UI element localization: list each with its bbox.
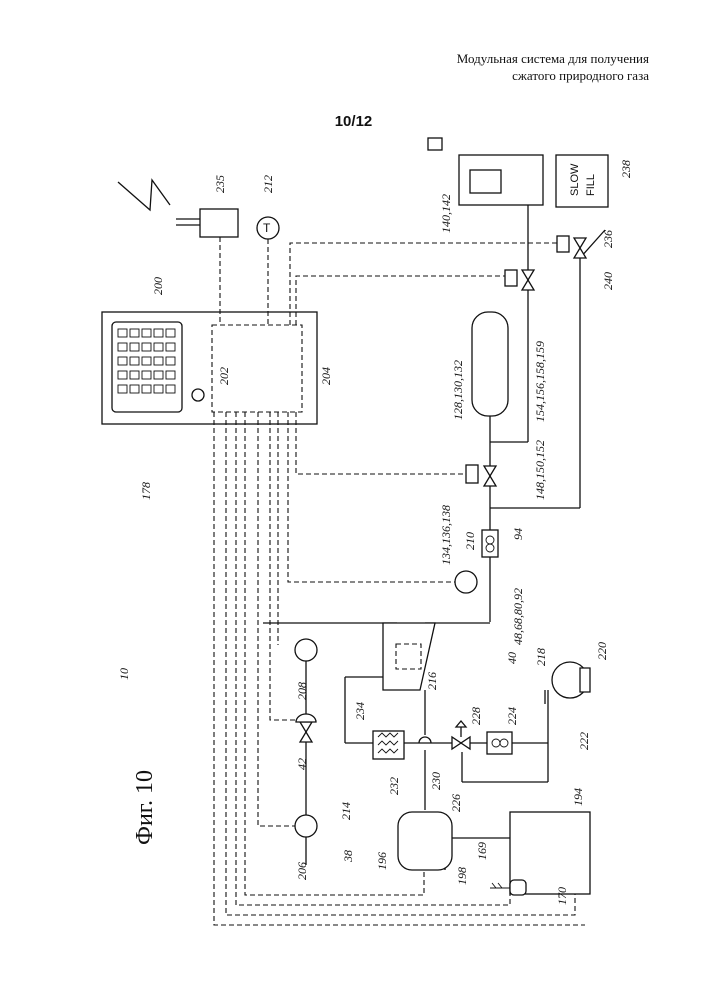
- label-38: 38: [341, 850, 355, 863]
- valve-228: [452, 721, 470, 749]
- antenna-module: [176, 209, 238, 237]
- slow-fill-line-1: SLOW: [569, 163, 581, 196]
- label-236: 236: [601, 230, 615, 248]
- label-226: 226: [449, 794, 463, 812]
- thermometer-symbol: T: [263, 221, 271, 235]
- sensor-210: [455, 571, 477, 593]
- label-169: 169: [475, 842, 489, 860]
- separator-196: [398, 812, 452, 870]
- sensor-208: [295, 639, 317, 661]
- storage-tank: [472, 312, 508, 416]
- thermometer: T: [257, 217, 279, 239]
- label-208: 208: [295, 682, 309, 700]
- label-178: 178: [139, 482, 153, 500]
- flow-meter-94: [482, 530, 498, 557]
- controller: [102, 312, 317, 424]
- label-214: 214: [339, 802, 353, 820]
- sensor-206: [295, 815, 317, 837]
- pump-220: [552, 662, 590, 698]
- label-228: 228: [469, 707, 483, 725]
- label-200: 200: [151, 277, 165, 295]
- label-240: 240: [601, 272, 615, 290]
- slow-fill-line-2: FILL: [585, 174, 597, 196]
- label-206: 206: [295, 862, 309, 880]
- label-40: 40: [505, 652, 519, 664]
- label-148-150-152: 148,150,152: [533, 440, 547, 500]
- valve-240: [557, 236, 586, 258]
- label-140-142: 140,142: [439, 194, 453, 233]
- valve-154: [505, 270, 534, 290]
- valve-134: [466, 465, 496, 486]
- crossover-230: [419, 737, 431, 743]
- label-232: 232: [387, 777, 401, 795]
- label-170: 170: [555, 887, 569, 905]
- sensor-170: [490, 880, 526, 895]
- label-128-130-132: 128,130,132: [451, 360, 465, 420]
- label-198: 198: [455, 867, 469, 885]
- wireless-symbol: [118, 180, 170, 210]
- reference-labels: 10 178 200 202 204 212 235 140,142 238 2…: [117, 160, 633, 905]
- label-222: 222: [577, 732, 591, 750]
- label-48-68-80-92: 48,68,80,92: [511, 588, 525, 645]
- slow-fill-panel: SLOW FILL: [556, 155, 608, 207]
- label-194: 194: [571, 788, 585, 806]
- label-42: 42: [295, 758, 309, 770]
- heat-exchanger-232: [373, 731, 404, 759]
- label-94: 94: [511, 528, 525, 540]
- label-212: 212: [261, 175, 275, 193]
- label-216: 216: [425, 672, 439, 690]
- label-134-136-138: 134,136,138: [439, 505, 453, 565]
- cooler-224: [487, 732, 512, 754]
- figure-title: Фиг. 10: [132, 770, 158, 845]
- valve-42: [296, 714, 316, 742]
- label-202: 202: [217, 367, 231, 385]
- label-238: 238: [619, 160, 633, 178]
- label-218: 218: [534, 648, 548, 666]
- label-224: 224: [505, 707, 519, 725]
- label-210: 210: [463, 532, 477, 550]
- label-230: 230: [429, 772, 443, 790]
- label-235: 235: [213, 175, 227, 193]
- label-154-156-158-159: 154,156,158,159: [533, 341, 547, 422]
- label-10: 10: [117, 668, 131, 680]
- label-234: 234: [353, 702, 367, 720]
- label-220: 220: [595, 642, 609, 660]
- label-196: 196: [375, 852, 389, 870]
- label-204: 204: [319, 367, 333, 385]
